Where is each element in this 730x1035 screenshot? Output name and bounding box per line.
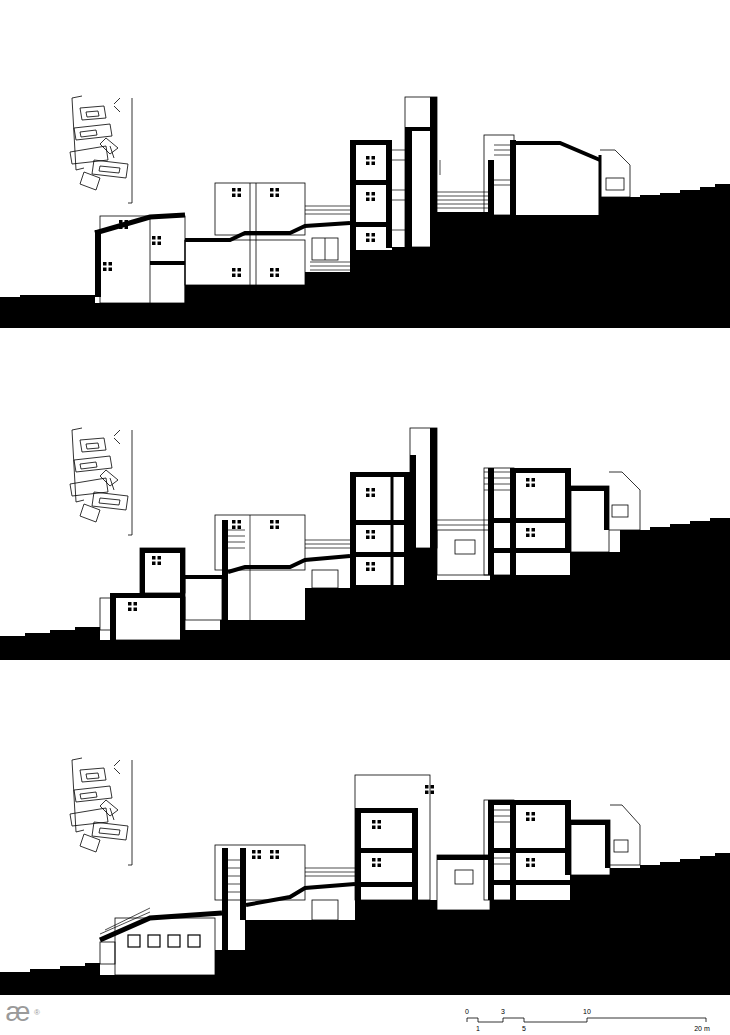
scale-number: 10 xyxy=(583,1008,591,1015)
logo-mark: æ xyxy=(6,998,31,1026)
scale-number: 3 xyxy=(501,1008,505,1015)
scale-number: 5 xyxy=(522,1025,526,1032)
section-two xyxy=(0,428,730,660)
section-one xyxy=(0,96,730,328)
scale-unit: 20 m xyxy=(694,1025,710,1032)
section-three xyxy=(0,758,730,995)
logo-registered: ® xyxy=(34,1009,40,1017)
scale-number: 0 xyxy=(465,1008,469,1015)
scale-bar xyxy=(467,1018,706,1022)
scale-number: 1 xyxy=(476,1025,480,1032)
